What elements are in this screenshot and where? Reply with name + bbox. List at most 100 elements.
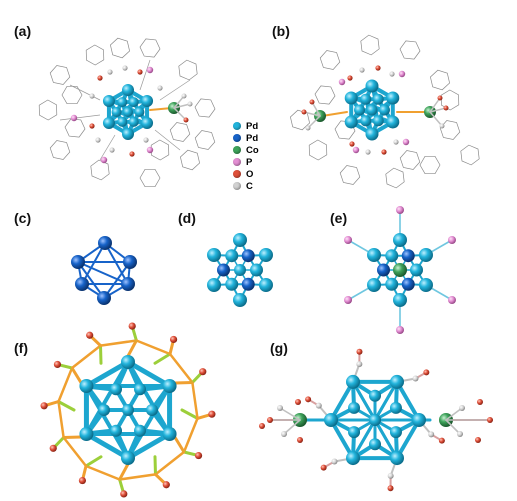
c-atom: [387, 472, 394, 479]
p-atom: [396, 206, 404, 214]
phenyl-ring: [110, 37, 130, 59]
pd-atom: [162, 379, 177, 393]
o-atom: [423, 369, 430, 376]
p-atom: [396, 326, 404, 334]
panel-b-structure: [290, 34, 480, 189]
bond: [173, 103, 191, 109]
pd-atom: [401, 277, 415, 291]
pd-atom: [418, 248, 433, 262]
pd-atom: [385, 249, 399, 263]
panel-g-side-view: [259, 348, 493, 492]
pd-atom: [97, 291, 111, 305]
o-atom: [128, 322, 136, 330]
bond: [307, 115, 321, 129]
pd-atom: [366, 104, 378, 116]
o-atom: [305, 396, 312, 403]
bond: [429, 107, 447, 113]
c-atom: [459, 405, 465, 411]
pd-atom: [393, 293, 407, 307]
panel-label-e: (e): [330, 210, 348, 226]
pd-atom: [401, 249, 415, 263]
panel-e-core-with-phosphorus: [344, 206, 456, 334]
phenyl-ring: [339, 165, 361, 185]
phenyl-ring: [399, 150, 421, 170]
pd-atom: [344, 91, 358, 105]
pd-atom: [98, 236, 112, 250]
bond: [429, 97, 441, 113]
o-atom: [347, 75, 353, 81]
bond: [173, 95, 185, 109]
c-atom: [122, 65, 128, 71]
c-atom: [181, 93, 187, 99]
bond: [445, 419, 461, 435]
pd-atom: [134, 383, 146, 396]
o-atom: [86, 331, 94, 339]
pd-atom: [134, 107, 145, 117]
pd-atom: [360, 115, 372, 127]
bond: [429, 111, 443, 127]
p-atom: [338, 78, 346, 86]
phenyl-ring: [38, 99, 58, 121]
pd-atom: [121, 277, 135, 291]
c-atom: [439, 123, 445, 129]
c-atom: [315, 402, 322, 409]
pd-atom: [128, 97, 139, 108]
o-swatch-icon: [233, 170, 241, 178]
phenyl-ring: [194, 130, 216, 150]
panel-label-f: (f): [14, 340, 28, 356]
c-atom: [143, 137, 149, 143]
pd-atom: [324, 413, 338, 427]
c-swatch-icon: [233, 182, 241, 190]
pd-atom: [141, 117, 154, 129]
c-atom: [359, 67, 365, 73]
p-atom: [447, 236, 456, 244]
bond: [182, 417, 199, 454]
phenyl-link: [59, 114, 101, 121]
co-atom: [393, 263, 407, 277]
phenyl-ring: [139, 38, 161, 58]
pd-atom: [386, 115, 400, 129]
bond: [191, 381, 199, 420]
phenyl-ring: [399, 40, 421, 60]
pd-atom: [369, 438, 381, 451]
legend-item-p: P: [233, 156, 259, 168]
pd-atom: [117, 116, 128, 127]
pd-atom: [258, 278, 273, 292]
pd-atom: [123, 255, 137, 269]
o-atom: [375, 65, 381, 71]
phenyl-link: [154, 129, 181, 151]
pd-atom: [79, 379, 94, 393]
pd-atom: [102, 95, 115, 107]
bond: [83, 359, 131, 389]
pd-atom: [258, 248, 273, 262]
c-atom: [281, 431, 287, 437]
o-atom: [169, 335, 178, 344]
o-atom: [259, 423, 265, 429]
phenyl-ring: [439, 120, 461, 140]
bond: [125, 359, 173, 389]
phenyl-link: [159, 79, 191, 101]
pd-atom: [250, 263, 263, 277]
bond: [321, 111, 348, 117]
legend-label: C: [246, 180, 253, 192]
phenyl-ring: [64, 118, 86, 138]
bond: [99, 339, 138, 347]
co-swatch-icon: [233, 146, 241, 154]
panel-label-a: (a): [14, 23, 32, 39]
bond: [135, 339, 172, 356]
o-atom: [183, 117, 189, 123]
panel-f-core-with-carbonyls: [40, 322, 216, 498]
pd-atom: [369, 389, 381, 402]
pd-atom: [162, 427, 177, 441]
panel-label-g: (g): [270, 340, 288, 356]
bond: [153, 352, 172, 365]
pd-atom: [102, 117, 115, 129]
o-atom: [162, 481, 170, 489]
panel-d-icosahedral-core: [207, 233, 273, 307]
bond: [329, 418, 355, 461]
bond: [283, 419, 301, 435]
phenyl-ring: [49, 65, 71, 85]
bond: [81, 242, 106, 285]
c-atom: [89, 93, 95, 99]
pd-atom: [389, 426, 402, 439]
